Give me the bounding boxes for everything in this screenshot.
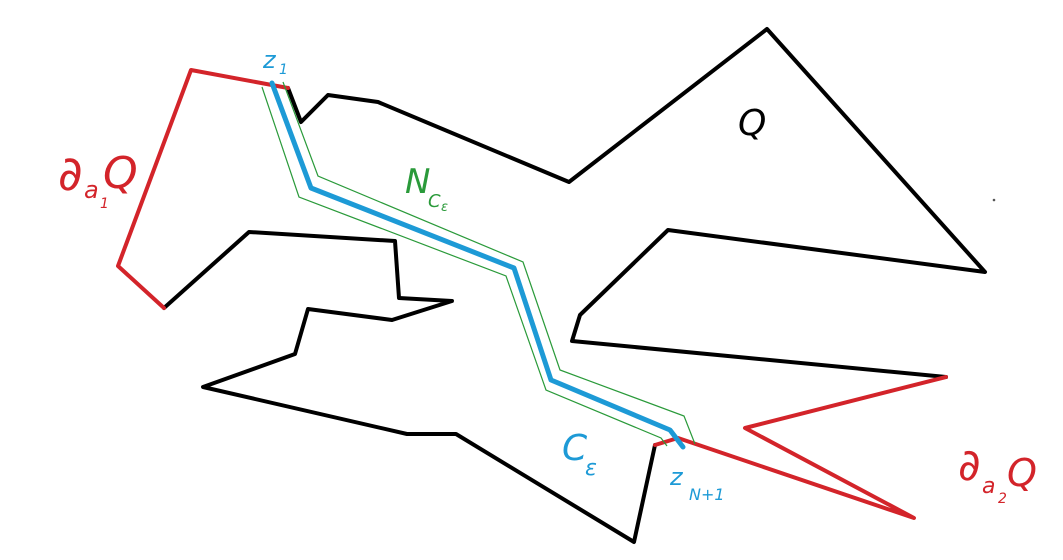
- svg-text:a: a: [982, 474, 995, 499]
- boundary-a2: [653, 375, 948, 520]
- boundary-a1: [116, 68, 290, 310]
- svg-text:2: 2: [998, 491, 1007, 507]
- label-c-epsilon: C ε: [562, 428, 597, 481]
- label-zn1: z N+1: [669, 463, 725, 504]
- polygon-outline-lower: [162, 230, 657, 544]
- neighborhood-inner: [261, 86, 668, 447]
- label-boundary-a2: ∂ a 2 Q: [958, 440, 1037, 507]
- svg-text:z: z: [669, 463, 684, 491]
- svg-text:C: C: [562, 428, 588, 469]
- svg-text:1: 1: [100, 196, 109, 212]
- label-n-c-epsilon: N C ε: [405, 162, 448, 215]
- svg-text:Q: Q: [103, 148, 138, 199]
- polygon-outline-upper: [286, 27, 987, 379]
- svg-text:a: a: [84, 176, 99, 204]
- svg-text:∂: ∂: [958, 440, 981, 491]
- svg-text:ε: ε: [441, 200, 448, 215]
- svg-text:ε: ε: [585, 456, 597, 481]
- svg-text:z: z: [262, 46, 277, 74]
- svg-text:N: N: [405, 162, 430, 202]
- label-region-q: Q: [738, 103, 766, 144]
- svg-text:N+1: N+1: [689, 485, 725, 504]
- svg-text:∂: ∂: [58, 146, 83, 202]
- svg-text:Q: Q: [1007, 451, 1037, 495]
- svg-text:1: 1: [279, 62, 288, 78]
- label-z1: z 1: [262, 46, 288, 78]
- curve-c-epsilon: [269, 80, 686, 450]
- svg-text:C: C: [428, 191, 441, 212]
- stray-dot: [992, 198, 996, 202]
- label-boundary-a1: ∂ a 1 Q: [58, 146, 138, 212]
- neighborhood-outer: [282, 81, 696, 445]
